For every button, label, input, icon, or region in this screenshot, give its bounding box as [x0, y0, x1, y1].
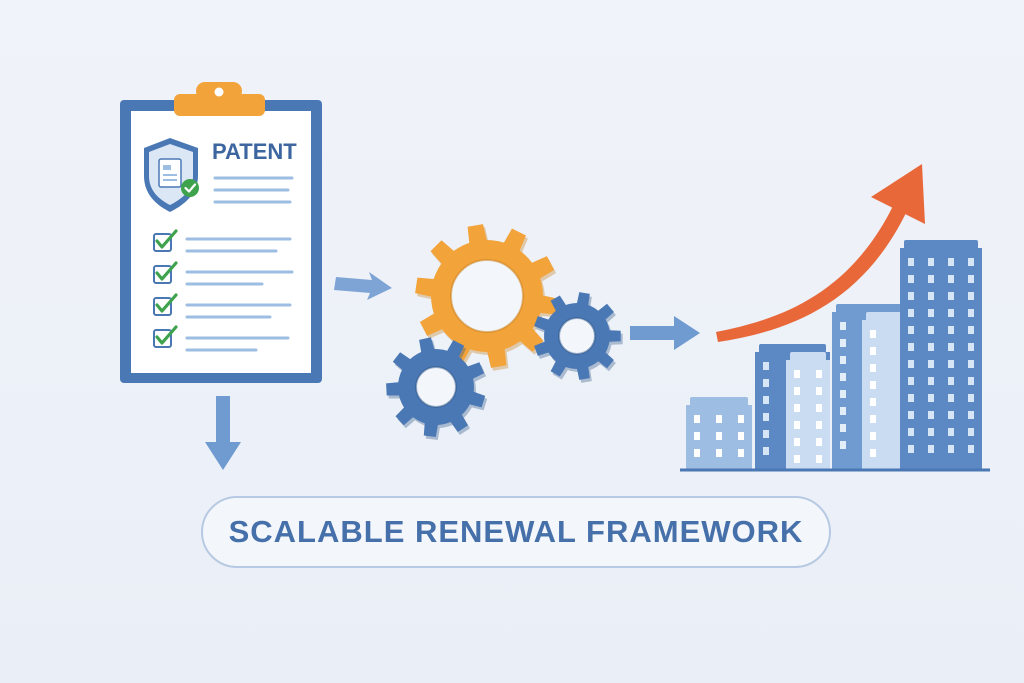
- arrow-right-icon: [630, 316, 700, 350]
- building-icon: [686, 397, 752, 470]
- arrow-right-icon: [334, 272, 392, 300]
- patent-title: PATENT: [212, 139, 297, 164]
- banner-label: SCALABLE RENEWAL FRAMEWORK: [229, 514, 804, 550]
- building-icon: [786, 352, 830, 470]
- city-skyline: [680, 240, 990, 470]
- clipboard-icon: PATENT: [120, 82, 322, 383]
- framework-banner: SCALABLE RENEWAL FRAMEWORK: [201, 496, 831, 568]
- gear-icon: [386, 337, 487, 440]
- building-icon: [900, 240, 982, 470]
- clipboard-clip-icon: [174, 82, 265, 116]
- arrow-down-icon: [205, 396, 241, 470]
- shield-check-icon: [181, 179, 199, 197]
